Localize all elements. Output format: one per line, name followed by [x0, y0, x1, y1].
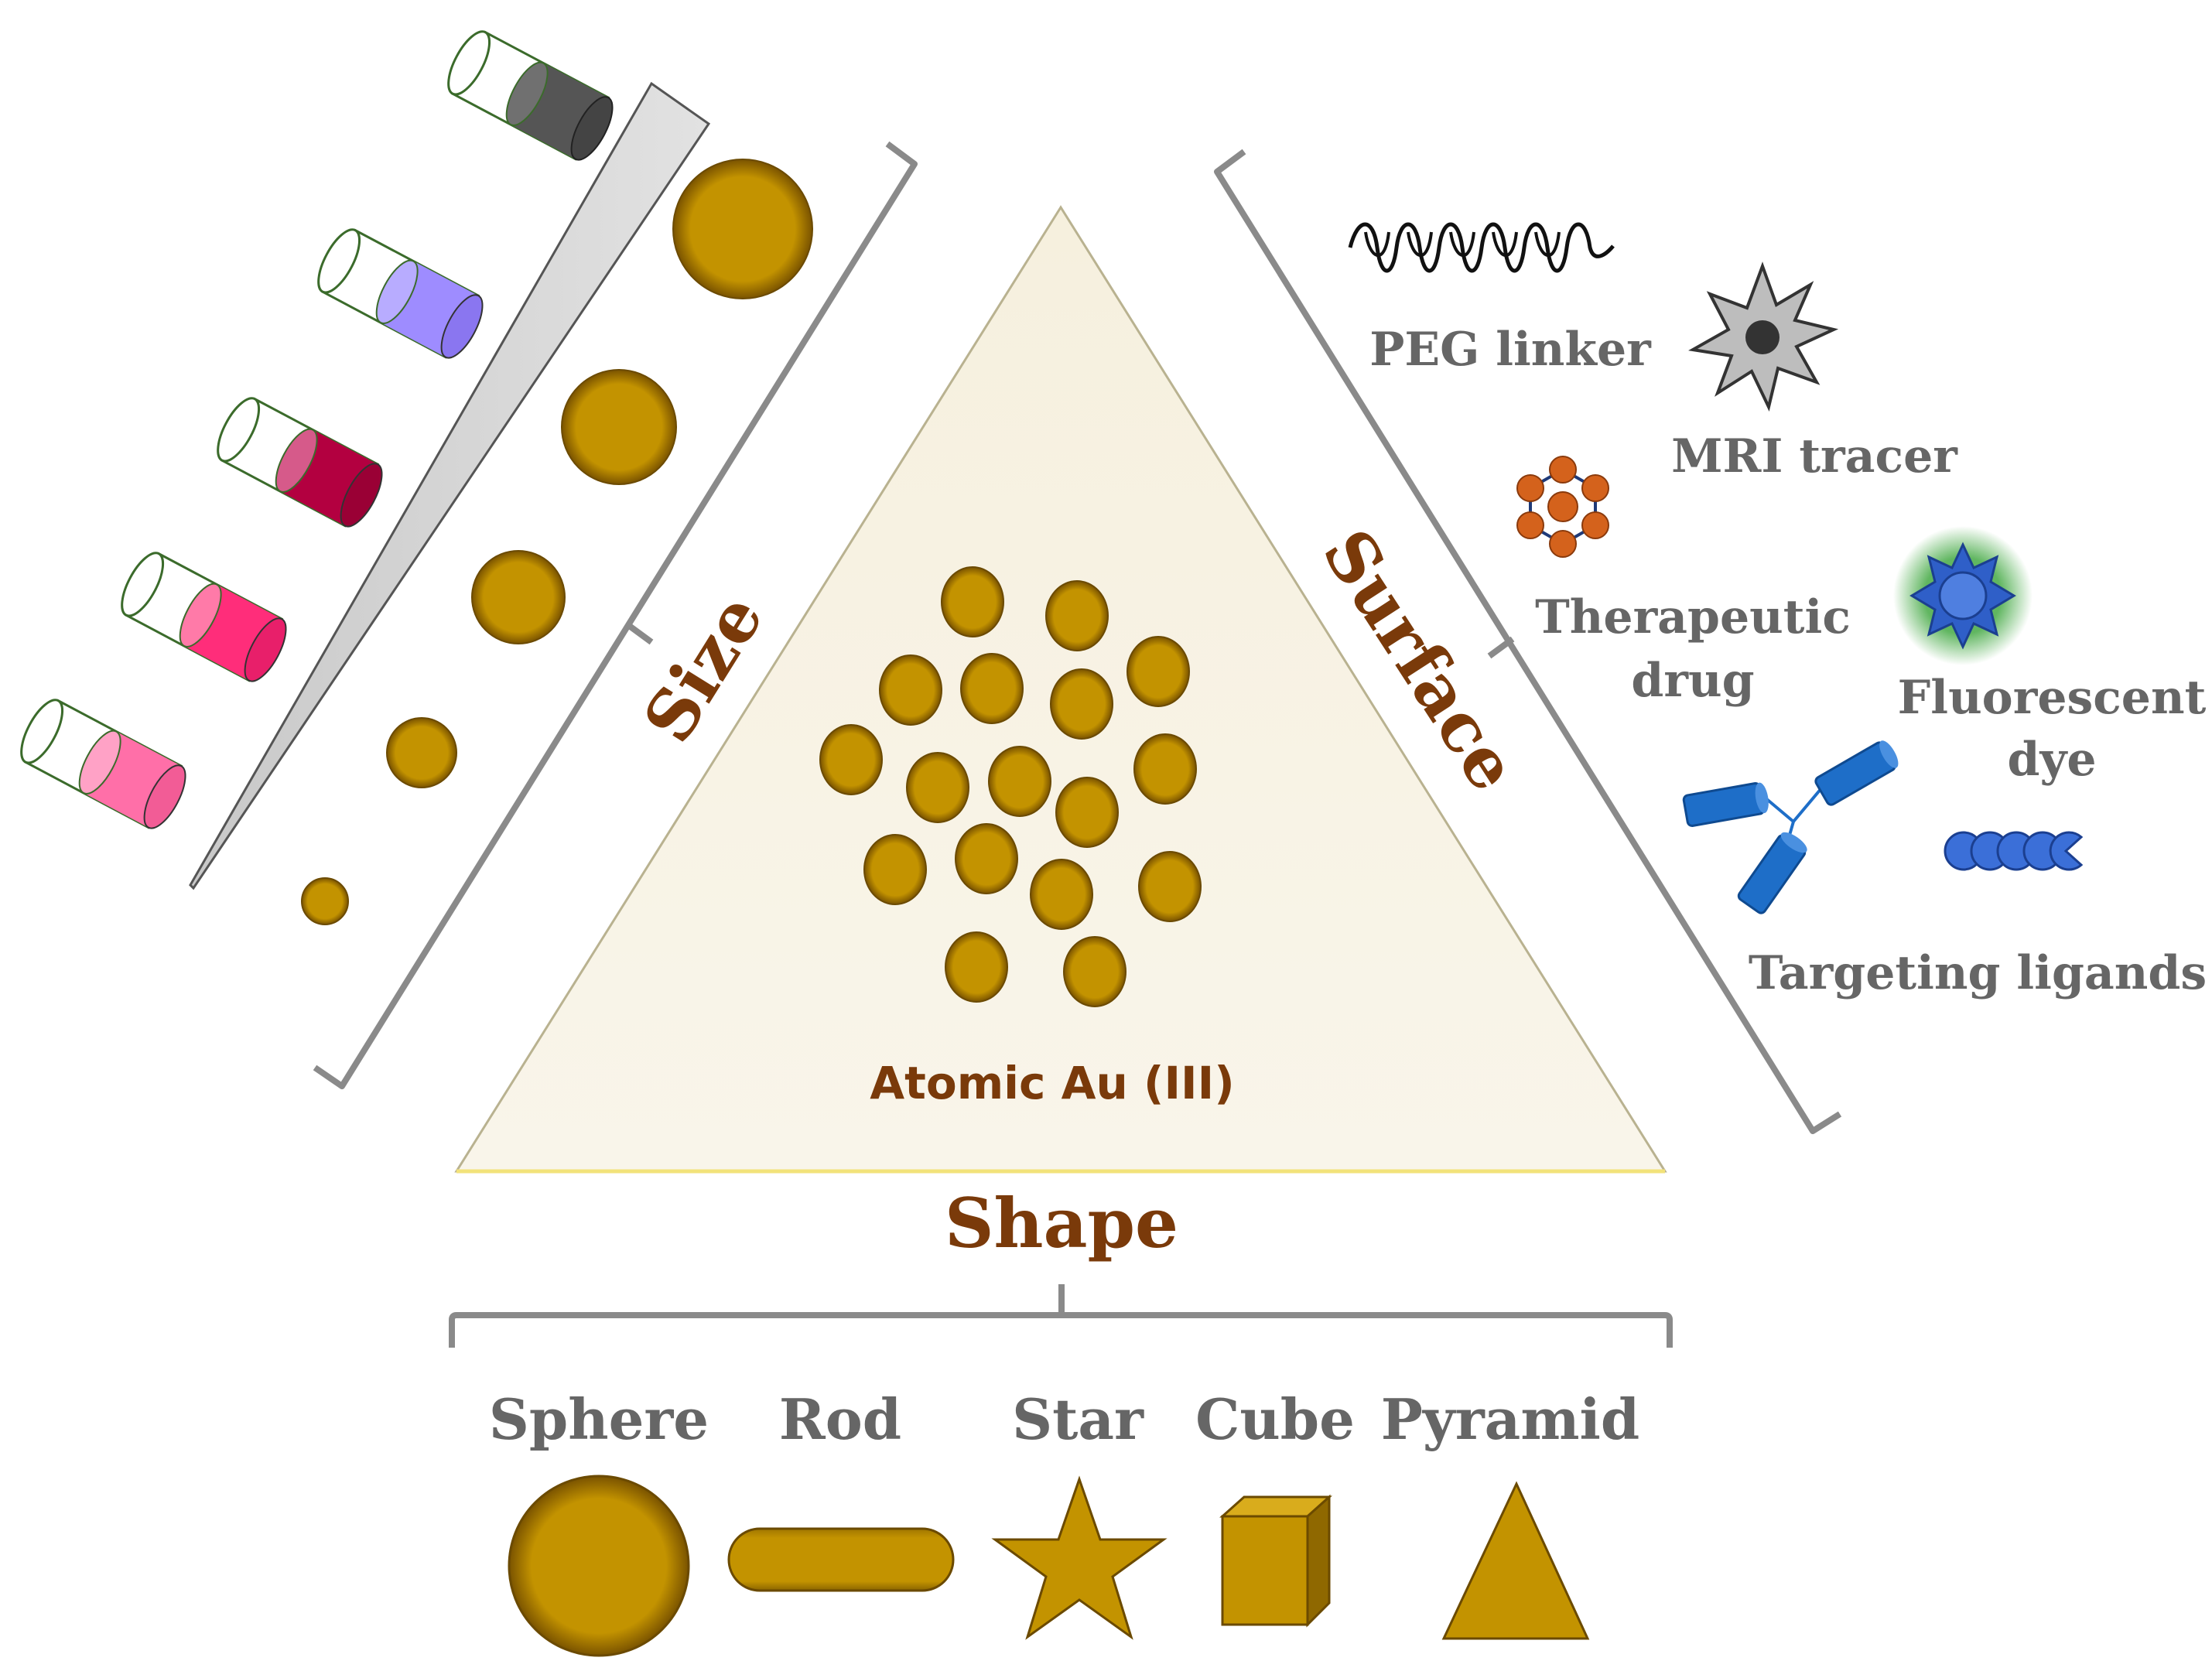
star-shape-icon: [991, 1475, 1168, 1640]
shape-label-cube: Cube: [1195, 1386, 1355, 1452]
vial-2: [317, 228, 484, 359]
surface-bracket: [1214, 149, 1842, 1134]
shape-label-sphere: Sphere: [489, 1386, 709, 1452]
peg-linker-icon: [1348, 222, 1615, 273]
sphere-shape-icon: [508, 1475, 690, 1657]
peptide-ligand-icon: [1944, 831, 2084, 871]
therapeutic-drug-label-line2: drug: [1631, 654, 1754, 708]
pipette-tip: [189, 81, 711, 890]
vial-5: [20, 699, 186, 829]
vial-4: [121, 552, 287, 682]
mri-tracer-icon: [1688, 261, 1839, 412]
shape-label: Shape: [945, 1183, 1178, 1263]
size-particles: [301, 159, 813, 925]
targeting-ligands-label: Targeting ligands: [1749, 946, 2207, 1000]
size-particle-xl: [672, 159, 813, 299]
pyramid-shape-icon: [1441, 1481, 1590, 1640]
fluorescent-dye-icon: [1893, 526, 2033, 665]
fluorescent-dye-label-line2: dye: [2008, 733, 2097, 787]
therapeutic-drug-icon: [1516, 456, 1609, 558]
rod-shape-icon: [727, 1527, 955, 1592]
center-label: Atomic Au (III): [870, 1057, 1234, 1109]
therapeutic-drug-label-line1: Therapeutic: [1535, 590, 1851, 644]
antibody-ligand-icon: [1682, 740, 1899, 914]
vial-1: [447, 30, 614, 161]
size-bracket-notch: [626, 622, 654, 645]
size-particle-l: [561, 369, 677, 485]
surface-bracket-notch: [1487, 636, 1515, 659]
cube-shape-icon: [1219, 1494, 1332, 1628]
size-particle-xs: [301, 877, 349, 925]
shape-label-rod: Rod: [779, 1386, 901, 1452]
shape-label-star: Star: [1012, 1386, 1144, 1452]
shape-label-pyramid: Pyramid: [1381, 1386, 1639, 1452]
fluorescent-dye-label-line1: Fluorescent: [1898, 671, 2207, 725]
mri-tracer-label: MRI tracer: [1671, 429, 1958, 484]
shape-bracket: [449, 1284, 1673, 1348]
atom-cluster: [819, 566, 1202, 1007]
size-particle-m: [471, 550, 566, 644]
vial-3: [217, 397, 383, 528]
size-particle-s: [386, 717, 457, 788]
peg-linker-label: PEG linker: [1369, 323, 1652, 377]
